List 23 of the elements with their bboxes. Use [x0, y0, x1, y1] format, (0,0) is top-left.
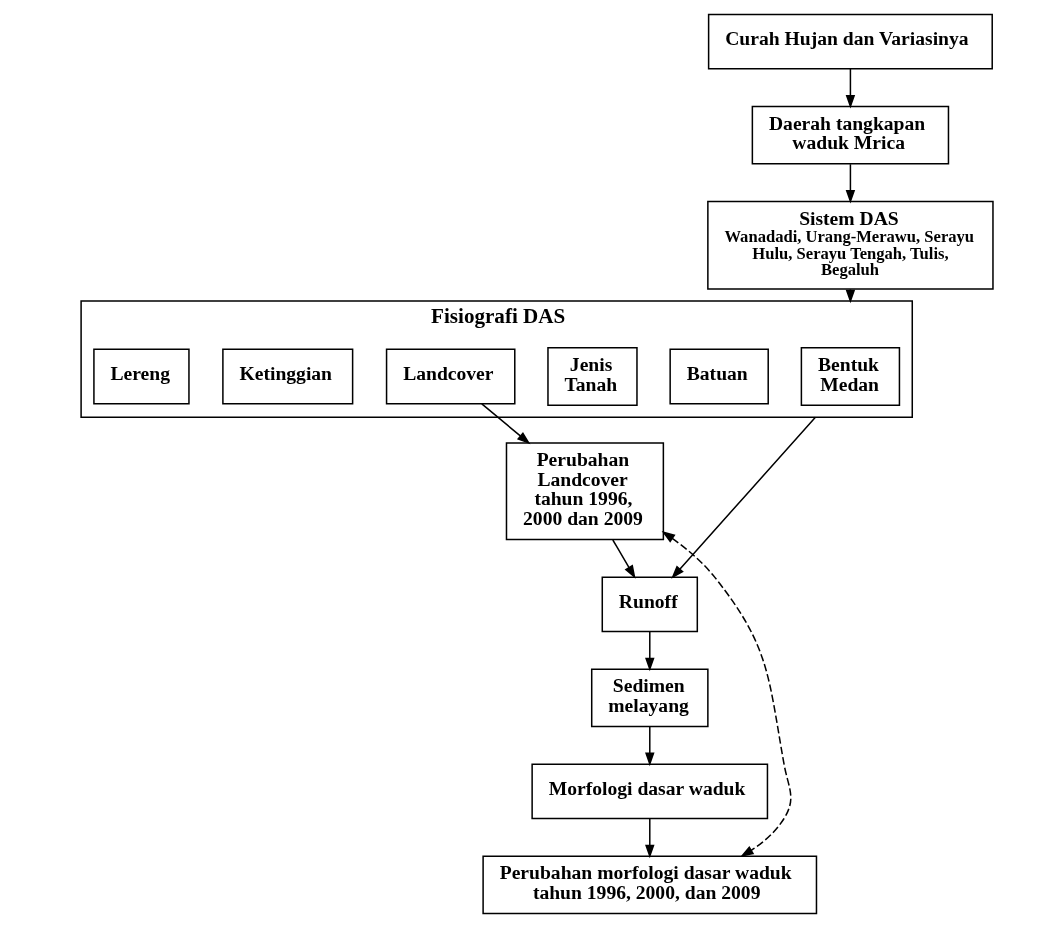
- arrow: [644, 725, 655, 767]
- node-box: Morfologi dasar waduk: [530, 763, 768, 820]
- arrow: [845, 288, 855, 304]
- node-box: Perubahan Landcover tahun 1996, 2000 dan 2009: [505, 442, 664, 541]
- arrow: [845, 68, 855, 109]
- arrow: [644, 817, 655, 859]
- node-box: Runoff: [601, 576, 698, 633]
- arrow: [480, 403, 530, 445]
- node-box: Daerah tangkapan waduk Mrica: [751, 105, 949, 165]
- node-box: Ketinggian: [221, 348, 353, 405]
- node-box: Curah Hujan dan Variasinya: [707, 13, 993, 70]
- node-box: Bentuk Medan: [800, 347, 900, 406]
- node-box: Sedimen melayang: [590, 668, 709, 728]
- arrow: [670, 416, 816, 579]
- node-box: Lereng: [92, 348, 190, 405]
- arrow: [611, 539, 636, 579]
- arrow: [661, 531, 792, 857]
- arrow: [845, 163, 855, 204]
- node-box: Batuan: [668, 348, 769, 405]
- arrow: [644, 630, 655, 672]
- node-box: Landcover: [385, 348, 516, 405]
- node-box: Perubahan morfologi dasar waduk tahun 1996, 2000, dan 2009: [481, 855, 817, 915]
- node-box: Jenis Tanah: [546, 347, 638, 406]
